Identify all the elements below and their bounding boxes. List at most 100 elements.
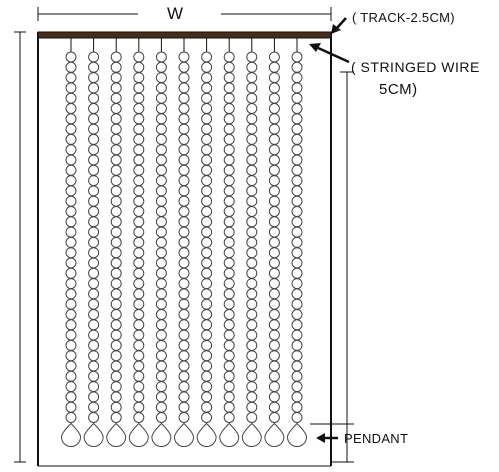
bead — [223, 298, 235, 310]
bead — [223, 412, 235, 423]
bead — [88, 339, 100, 351]
bead — [223, 123, 235, 135]
bead — [155, 61, 167, 73]
bead — [246, 175, 258, 187]
bead — [133, 216, 145, 228]
bead — [65, 329, 77, 341]
bead — [291, 206, 303, 217]
bead — [246, 144, 258, 156]
bead — [291, 175, 303, 187]
bead-strands — [60, 38, 308, 447]
bead — [155, 195, 167, 207]
bead — [65, 154, 77, 166]
bead — [155, 113, 167, 125]
bead — [133, 309, 145, 320]
bead — [201, 185, 213, 197]
bead — [201, 267, 213, 279]
bead — [291, 350, 303, 362]
bead — [246, 412, 258, 423]
bead — [201, 92, 213, 104]
bead — [201, 257, 213, 269]
bead — [155, 247, 167, 259]
bead — [110, 123, 122, 135]
bead — [291, 401, 303, 413]
bead — [223, 267, 235, 279]
bead — [223, 144, 235, 156]
bead — [291, 92, 303, 104]
bead — [223, 329, 235, 341]
bead — [268, 226, 280, 238]
bead — [88, 309, 100, 320]
wire-label-line1: ( STRINGED WIRE — [351, 59, 480, 75]
bead — [65, 51, 77, 63]
bead — [88, 164, 100, 176]
pendant — [264, 422, 285, 447]
bead — [268, 370, 280, 382]
bead — [223, 92, 235, 104]
bead — [201, 381, 213, 393]
bead — [88, 72, 100, 84]
bead — [155, 267, 167, 279]
bead — [268, 103, 280, 114]
pendant — [219, 422, 240, 447]
bead — [110, 216, 122, 228]
bead-strand — [173, 38, 195, 447]
bead — [155, 329, 167, 341]
bead — [155, 309, 167, 320]
bead — [88, 360, 100, 372]
bead — [178, 370, 190, 382]
bead-strand — [196, 38, 217, 447]
bead — [201, 247, 213, 259]
bead — [155, 236, 167, 248]
bead-strand — [286, 38, 308, 447]
bead — [201, 154, 213, 166]
bead — [133, 206, 145, 217]
bead — [246, 298, 258, 310]
bead — [246, 61, 258, 73]
bead — [110, 206, 122, 217]
bead — [88, 195, 100, 207]
bead — [133, 144, 145, 156]
bead — [178, 329, 190, 341]
bead — [88, 103, 100, 114]
bead — [65, 298, 77, 310]
bead — [223, 72, 235, 84]
bead — [133, 154, 145, 166]
bead — [246, 92, 258, 104]
bead — [201, 61, 213, 73]
bead — [155, 391, 167, 403]
track-label: ( TRACK-2.5CM) — [352, 10, 455, 25]
bead — [65, 288, 77, 300]
bead — [268, 206, 280, 217]
bead — [223, 175, 235, 187]
bead — [155, 103, 167, 114]
bead — [133, 61, 145, 73]
bead — [133, 381, 145, 393]
bead — [223, 82, 235, 94]
bead — [178, 360, 190, 372]
bead — [65, 216, 77, 228]
width-dimension: W — [37, 4, 332, 23]
bead — [88, 133, 100, 145]
bead — [133, 319, 145, 331]
bead — [155, 412, 167, 423]
bead — [133, 350, 145, 362]
bead — [268, 144, 280, 156]
bead — [178, 309, 190, 320]
bead — [223, 247, 235, 259]
bead — [178, 133, 190, 145]
bead — [246, 236, 258, 248]
bead — [291, 216, 303, 228]
bead — [291, 257, 303, 269]
bead — [88, 216, 100, 228]
bead — [178, 185, 190, 197]
bead — [201, 319, 213, 331]
bead — [155, 206, 167, 217]
bead — [178, 92, 190, 104]
bead — [155, 381, 167, 393]
bead — [133, 195, 145, 207]
bead — [268, 175, 280, 187]
bead — [65, 72, 77, 84]
bead — [223, 370, 235, 382]
bead — [223, 288, 235, 300]
